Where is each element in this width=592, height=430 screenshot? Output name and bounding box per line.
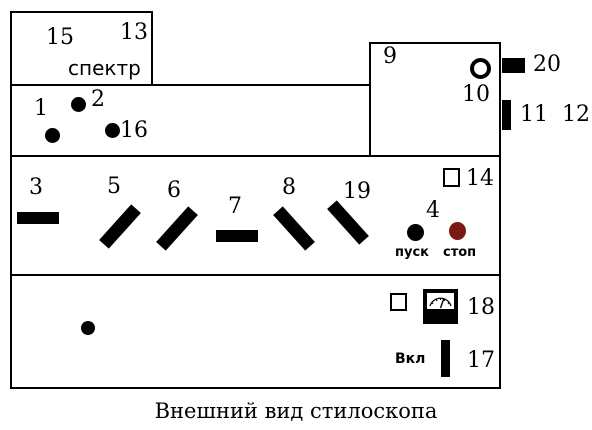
side-knob-20[interactable] xyxy=(502,58,525,73)
label-3: 3 xyxy=(29,175,43,200)
label-14: 14 xyxy=(466,166,494,191)
label-16: 16 xyxy=(120,118,148,143)
power-switch-17[interactable] xyxy=(441,340,450,377)
knob-1[interactable] xyxy=(45,128,60,143)
side-knob-11[interactable] xyxy=(502,100,511,130)
start-label: пуск xyxy=(395,245,429,260)
label-9: 9 xyxy=(383,44,397,69)
knob-2[interactable] xyxy=(71,97,86,112)
handle-7[interactable] xyxy=(216,230,258,242)
upper-panel xyxy=(10,84,371,157)
indicator-square-lower xyxy=(390,293,407,311)
label-19: 19 xyxy=(343,179,371,204)
ring-knob-10[interactable] xyxy=(470,58,491,79)
knob-16[interactable] xyxy=(105,123,120,138)
knob-lower[interactable] xyxy=(81,321,95,335)
handle-3[interactable] xyxy=(17,212,59,224)
label-6: 6 xyxy=(167,178,181,203)
figure-caption: Внешний вид стилоскопа xyxy=(154,399,438,423)
stop-label: стоп xyxy=(443,245,477,260)
stop-button[interactable] xyxy=(449,222,466,240)
label-20: 20 xyxy=(533,52,561,77)
label-13: 13 xyxy=(120,20,148,45)
spectrum-label: спектр xyxy=(68,56,141,80)
indicator-square-14 xyxy=(443,168,460,187)
label-1: 1 xyxy=(34,96,48,121)
label-10: 10 xyxy=(462,82,490,107)
label-2: 2 xyxy=(91,87,105,112)
meter-gauge-icon xyxy=(422,288,459,325)
label-8: 8 xyxy=(282,175,296,200)
start-button[interactable] xyxy=(407,224,424,241)
label-7: 7 xyxy=(228,194,242,219)
power-on-label: Вкл xyxy=(395,351,426,367)
label-11: 11 xyxy=(520,102,548,127)
label-4: 4 xyxy=(426,198,440,223)
label-18: 18 xyxy=(467,295,495,320)
label-17: 17 xyxy=(467,348,495,373)
lower-panel xyxy=(10,274,501,389)
label-5: 5 xyxy=(107,174,121,199)
label-15: 15 xyxy=(46,25,74,50)
label-12: 12 xyxy=(562,102,590,127)
